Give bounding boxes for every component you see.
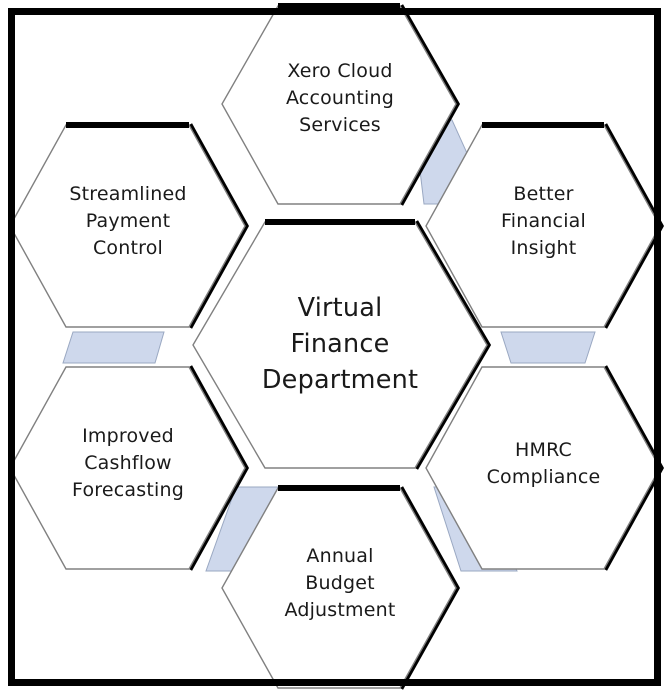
hex-improved-cashflow-forecasting[interactable]: [9, 365, 250, 571]
hex-virtual-finance-department[interactable]: [192, 219, 492, 470]
connector-cashflow-to-payment: [62, 331, 165, 364]
hex-annual-budget-adjustment[interactable]: [221, 485, 461, 690]
outer-frame: [8, 8, 661, 686]
connector-insight-to-hmrc: [500, 331, 596, 364]
hex-streamlined-payment-control[interactable]: [9, 122, 250, 329]
hex-xero-cloud-accounting-services[interactable]: [221, 3, 461, 206]
